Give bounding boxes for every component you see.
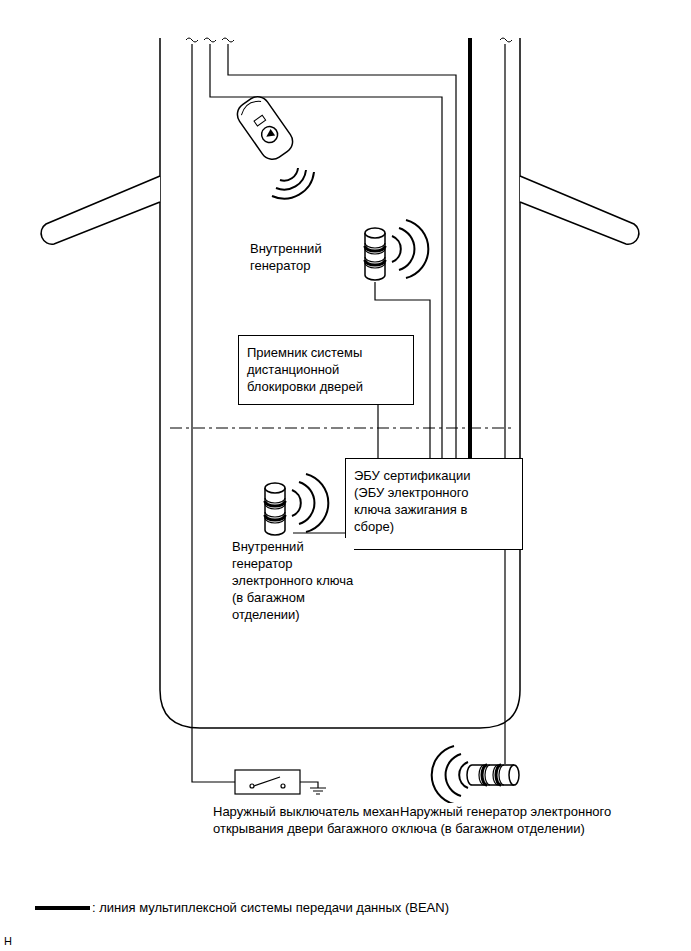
- legend-entry: : линия мультиплексной системы передачи …: [92, 899, 449, 916]
- outside-oscillator: [467, 765, 519, 785]
- part-label: Внутренний генератор: [250, 240, 340, 274]
- radio-waves: [392, 220, 428, 278]
- mirror: [520, 176, 639, 244]
- legend-text: : линия мультиплексной системы передачи …: [92, 900, 449, 915]
- bean-line: [468, 38, 472, 458]
- radio-waves: [432, 746, 468, 804]
- key-fob: [233, 92, 298, 164]
- vehicle-body: [160, 38, 520, 728]
- part-label: Наружный генератор электронного ключа (в…: [400, 803, 636, 837]
- receiver-box: Приемник системы дистанционной блокировк…: [238, 335, 414, 405]
- legend-sample: [35, 906, 90, 910]
- part-label: Внутренний генератор электронного ключа …: [232, 538, 354, 623]
- wire: [192, 44, 522, 782]
- connector-wire: [377, 405, 378, 458]
- watermark: H: [4, 933, 24, 950]
- radio-waves: [292, 474, 328, 532]
- box-text: ЭБУ сертификации (ЭБУ электронного ключа…: [354, 467, 489, 535]
- trunk-oscillator: [265, 483, 285, 535]
- radio-waves: [272, 168, 314, 199]
- interior-oscillator: [365, 228, 385, 280]
- mirror: [41, 176, 160, 244]
- ecu-box: ЭБУ сертификации (ЭБУ электронного ключа…: [345, 458, 523, 550]
- switch-symbol: [235, 770, 326, 794]
- box-text: Приемник системы дистанционной блокировк…: [247, 344, 397, 395]
- cabin-divider: [170, 428, 515, 429]
- wire-break: [186, 38, 512, 42]
